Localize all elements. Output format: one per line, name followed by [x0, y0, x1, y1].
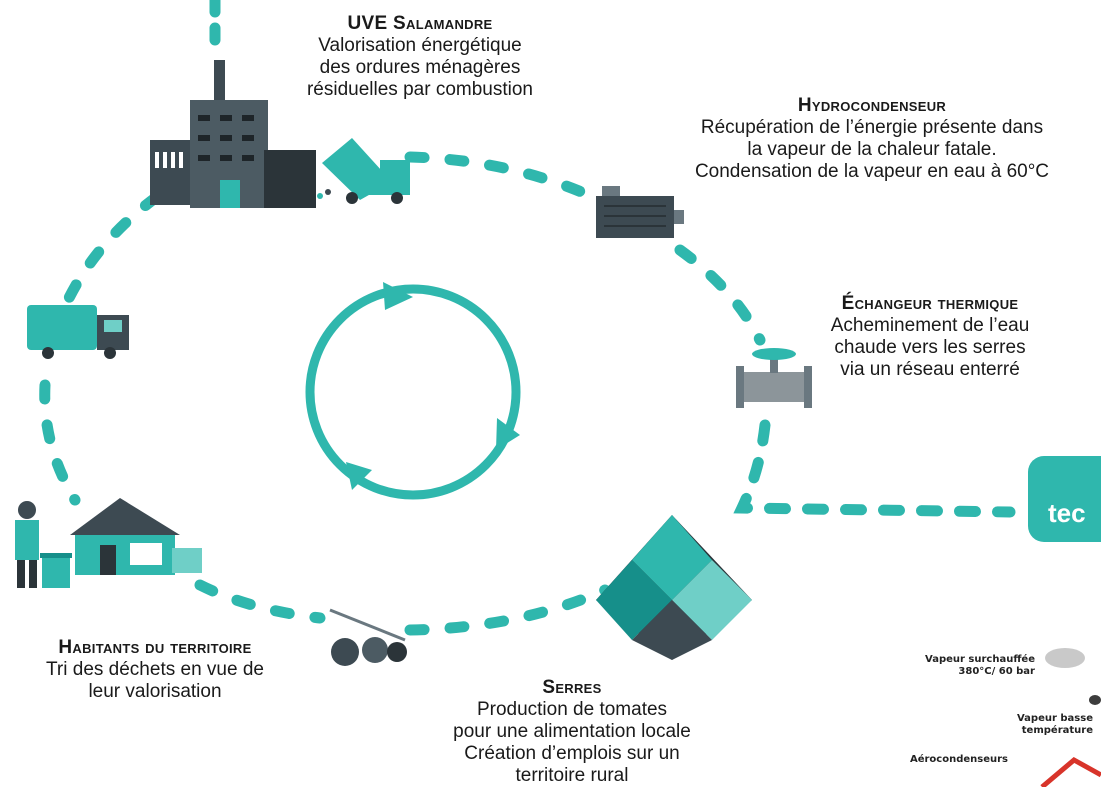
vapeur-surchauffee-line-1: Vapeur surchauffée — [925, 654, 1035, 665]
hydro-line-2: la vapeur de la chaleur fatale. — [747, 139, 997, 160]
uve-line-2: des ordures ménagères — [319, 57, 521, 78]
person-recycling-icon — [15, 501, 72, 588]
label-hydro: Hydrocondenseur Récupération de l’énergi… — [648, 95, 1096, 183]
serres-line-2: pour une alimentation locale — [453, 721, 691, 742]
vapeur-surchauffee-line-2: 380°C/ 60 bar — [958, 666, 1035, 677]
serres-line-4: territoire rural — [515, 765, 629, 786]
uve-title: UVE Salamandre — [347, 13, 493, 34]
uve-line-1: Valorisation énergétique — [318, 35, 522, 56]
inset-vapeur-surchauffee: Vapeur surchauffée 380°C/ 60 bar — [915, 654, 1035, 678]
serres-title: Serres — [542, 677, 602, 698]
valve-icon — [736, 348, 812, 408]
inset-schema — [1040, 648, 1101, 787]
hydro-line-1: Récupération de l’énergie présente dans — [700, 117, 1044, 138]
inset-aerocondenseurs: Aérocondenseurs — [909, 754, 1008, 765]
echangeur-line-3: via un réseau enterré — [840, 359, 1020, 380]
vapeur-basse-line-1: Vapeur basse — [1016, 713, 1093, 724]
hydro-title: Hydrocondenseur — [797, 95, 947, 116]
tomato-branch-icon — [329, 608, 407, 666]
label-uve: UVE Salamandre Valorisation énergétique … — [265, 13, 575, 101]
cycle-arrows-icon — [305, 282, 521, 500]
label-echangeur: Échangeur thermique Acheminement de l’ea… — [790, 293, 1070, 381]
factory-icon — [150, 60, 316, 208]
garbage-truck-icon — [27, 305, 129, 359]
habitants-line-2: leur valorisation — [88, 681, 222, 702]
serres-line-3: Création d’emplois sur un — [464, 743, 680, 764]
echangeur-line-1: Acheminement de l’eau — [830, 315, 1030, 336]
house-icon — [70, 498, 202, 575]
vapeur-basse-line-2: température — [1021, 725, 1093, 736]
label-habitants: Habitants du territoire Tri des déchets … — [0, 637, 310, 703]
echangeur-title: Échangeur thermique — [841, 293, 1019, 314]
hydro-line-3: Condensation de la vapeur en eau à 60°C — [694, 161, 1050, 182]
side-tab-text: tec — [1048, 498, 1086, 528]
label-serres: Serres Production de tomates pour une al… — [412, 677, 732, 787]
habitants-title: Habitants du territoire — [58, 637, 252, 658]
greenhouse-icon — [596, 515, 752, 660]
serres-line-1: Production de tomates — [476, 699, 668, 720]
dump-truck-icon — [317, 138, 410, 204]
side-tab[interactable]: tec — [1028, 456, 1101, 542]
habitants-line-1: Tri des déchets en vue de — [46, 659, 264, 680]
echangeur-line-2: chaude vers les serres — [834, 337, 1026, 358]
dashed-cycle-path — [39, 0, 1016, 636]
uve-line-3: résiduelles par combustion — [306, 79, 533, 100]
hydrocondenser-icon — [596, 186, 684, 238]
inset-vapeur-basse: Vapeur basse température — [1010, 713, 1093, 737]
